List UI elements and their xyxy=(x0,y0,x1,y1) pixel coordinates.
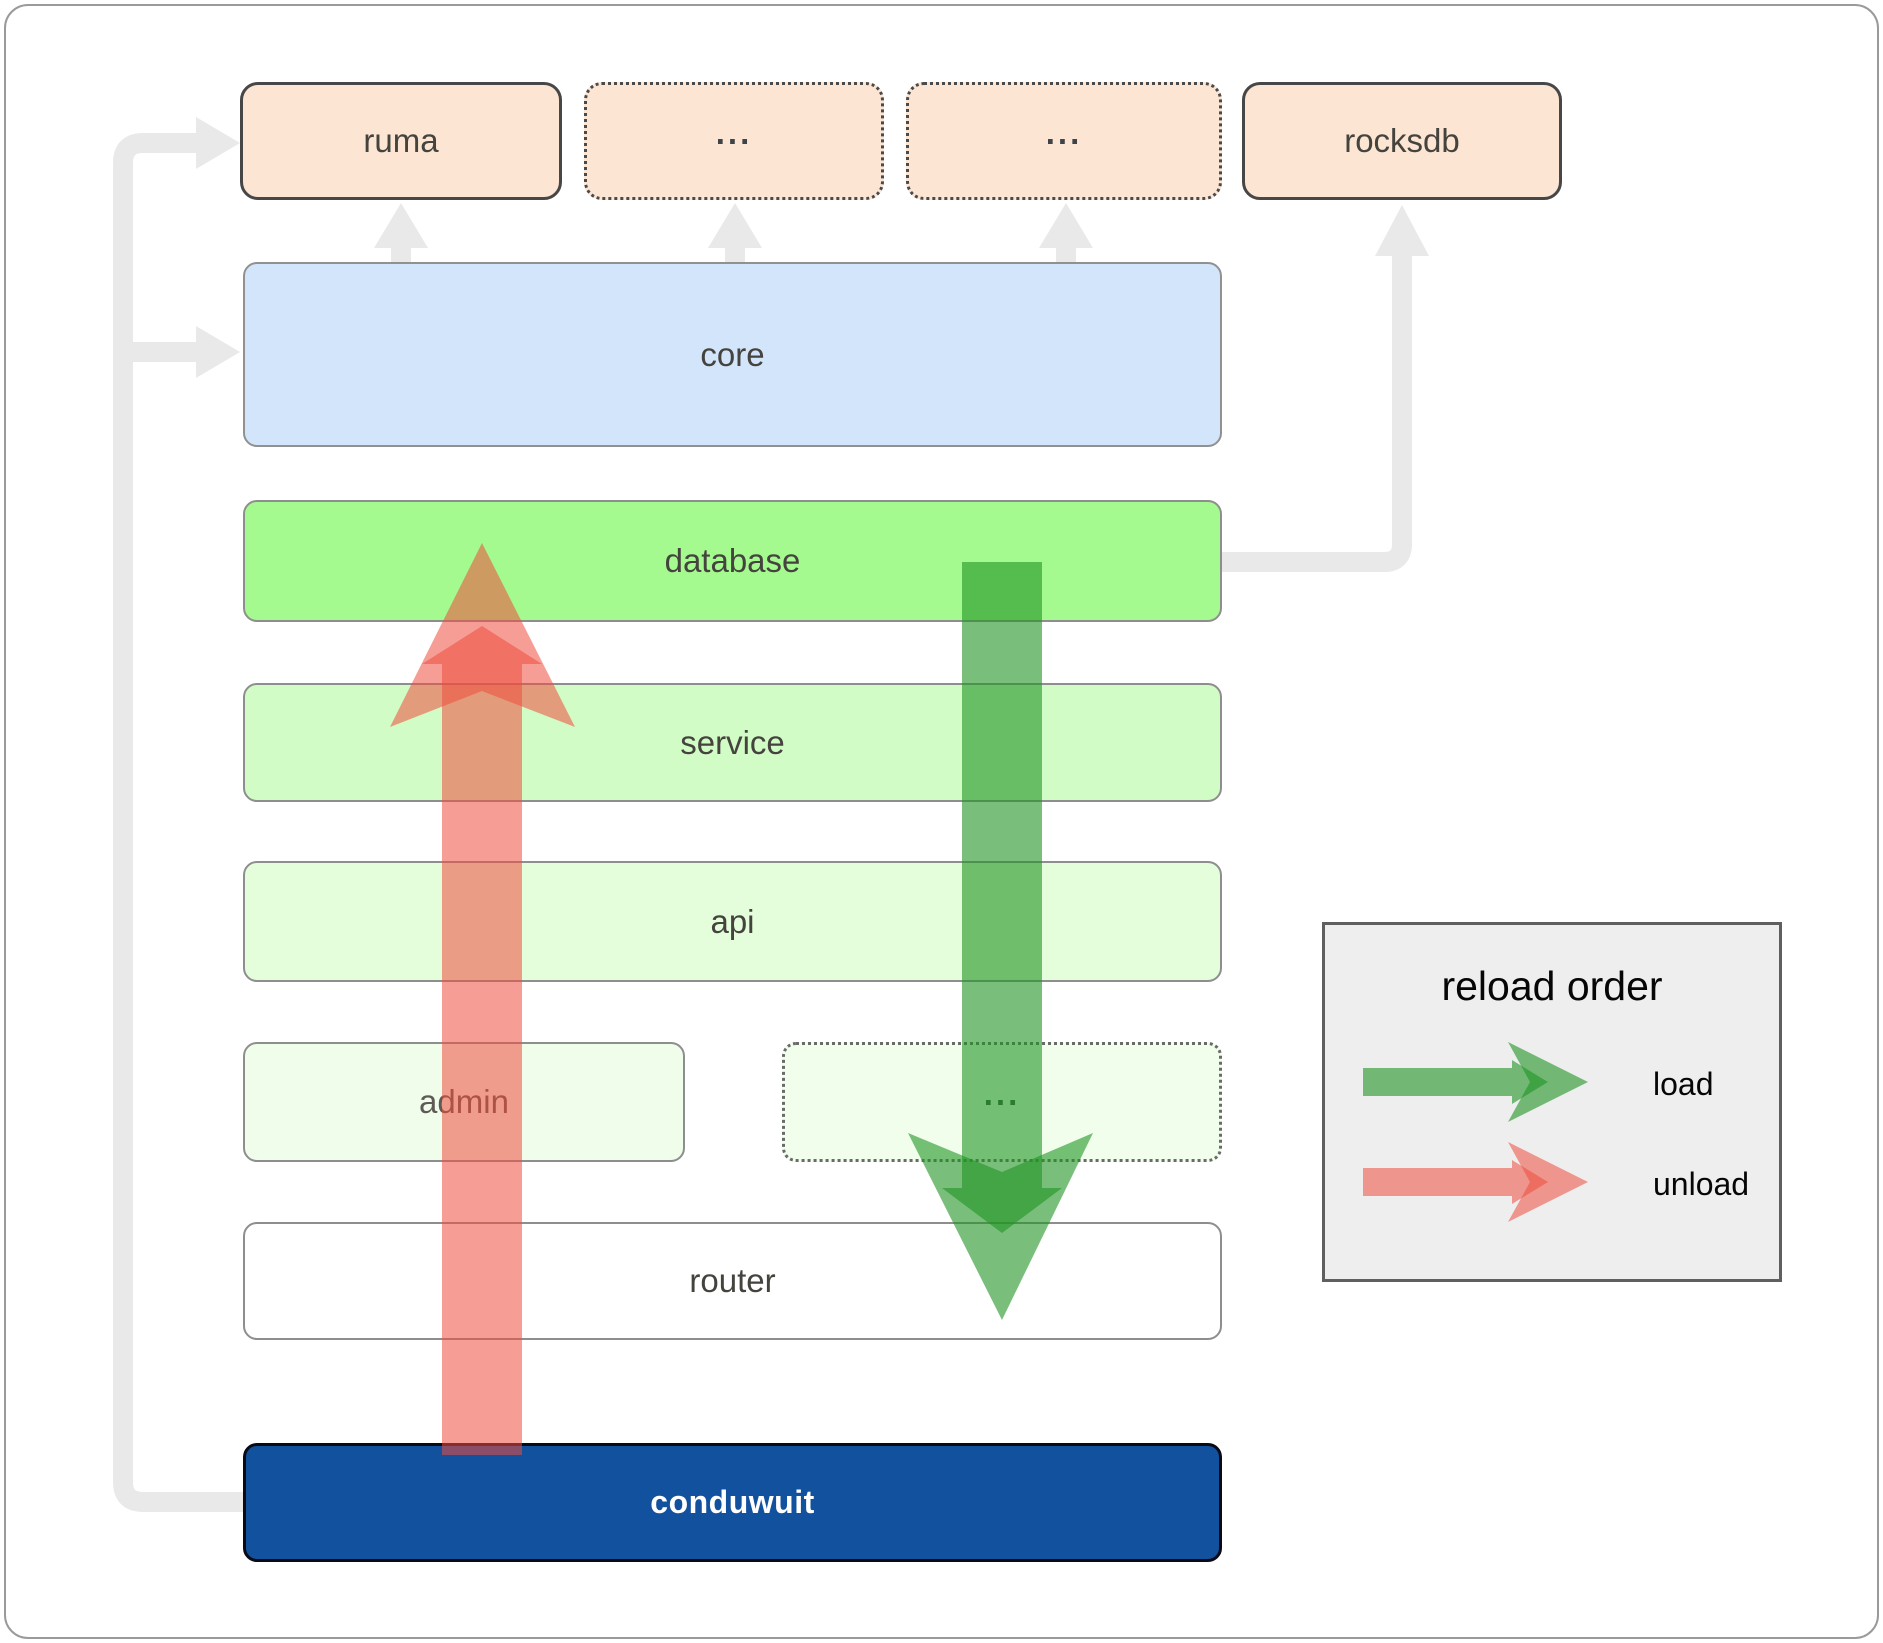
node-core-label: core xyxy=(700,335,765,373)
node-conduwuit-label: conduwuit xyxy=(650,1484,815,1520)
node-api-label: api xyxy=(710,902,755,940)
node-ellipsis-1: ... xyxy=(584,82,884,200)
node-service: service xyxy=(243,683,1222,802)
legend-load-label: load xyxy=(1653,1066,1714,1102)
node-ellipsis-2: ... xyxy=(906,82,1222,200)
node-ellipsis-3-label: ... xyxy=(983,1075,1021,1112)
legend-box: reload order load unload xyxy=(1322,922,1782,1282)
outer-frame xyxy=(4,4,1879,1639)
node-conduwuit: conduwuit xyxy=(243,1443,1222,1562)
node-router: router xyxy=(243,1222,1222,1340)
legend-unload-label: unload xyxy=(1653,1166,1750,1202)
node-ellipsis-1-label: ... xyxy=(715,114,753,151)
node-ellipsis-2-label: ... xyxy=(1045,114,1083,151)
node-service-label: service xyxy=(680,723,785,761)
node-database-label: database xyxy=(664,542,801,579)
legend-title: reload order xyxy=(1441,963,1663,1009)
node-database: database xyxy=(243,500,1222,622)
node-rocksdb-label: rocksdb xyxy=(1344,122,1460,159)
node-admin-label: admin xyxy=(419,1083,509,1120)
node-ruma: ruma xyxy=(240,82,562,200)
node-ellipsis-3: ... xyxy=(782,1042,1222,1162)
node-rocksdb: rocksdb xyxy=(1242,82,1562,200)
node-api: api xyxy=(243,861,1222,982)
node-core: core xyxy=(243,262,1222,447)
node-ruma-label: ruma xyxy=(363,122,439,159)
node-router-label: router xyxy=(689,1262,776,1299)
node-admin: admin xyxy=(243,1042,685,1162)
